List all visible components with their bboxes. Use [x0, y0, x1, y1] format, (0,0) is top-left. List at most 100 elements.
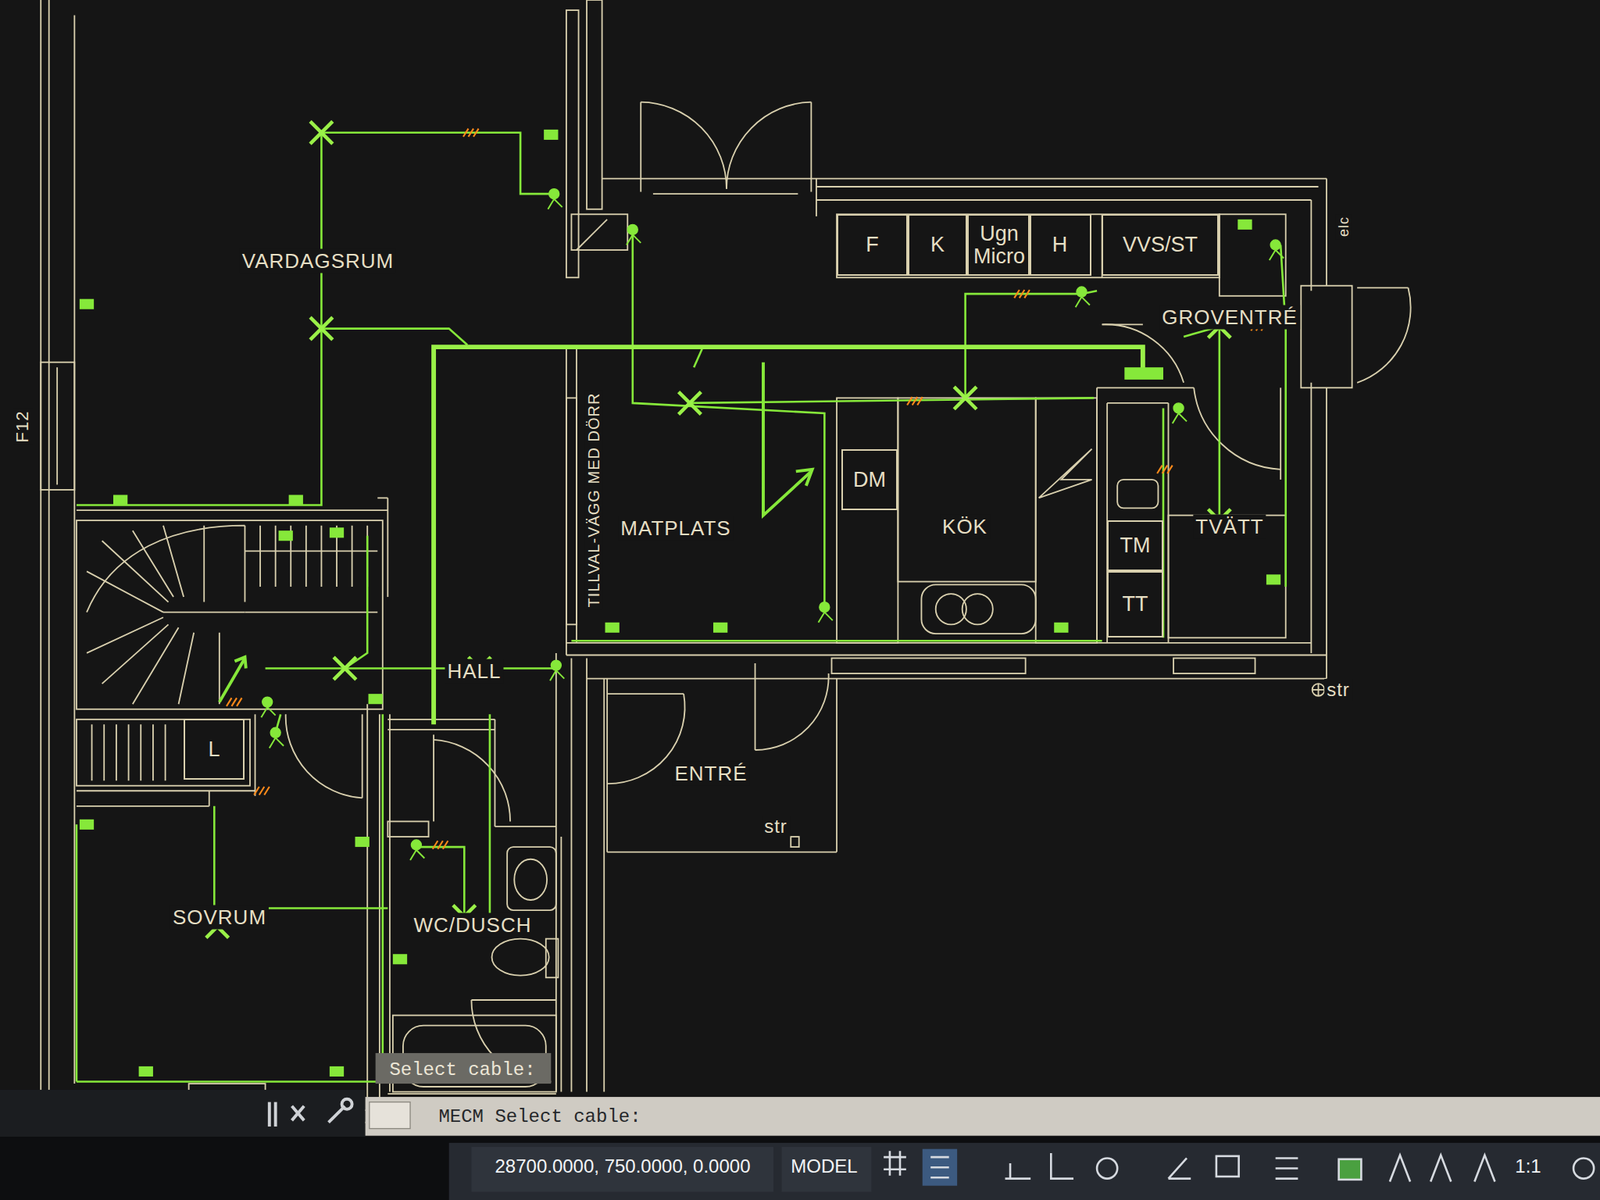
status-ground [0, 1136, 1600, 1200]
appliance-box: TT [1107, 571, 1164, 638]
grid-mark: F12 [12, 408, 33, 446]
appliance-box: VVS/ST [1101, 214, 1219, 276]
cable-tick [463, 128, 479, 137]
switch-leg [260, 707, 275, 718]
switch-leg [1075, 296, 1090, 308]
outlet-symbol [605, 622, 620, 633]
appliance-label: DM [850, 467, 889, 493]
outlet-symbol [289, 494, 304, 505]
command-line [365, 1096, 1600, 1136]
room-label: HALL [444, 659, 504, 684]
room-label: WC/DUSCH [411, 913, 535, 938]
appliance-box: TM [1107, 520, 1164, 572]
grid-toggle [922, 1149, 958, 1186]
outlet-symbol [1266, 574, 1281, 585]
main-cable [433, 346, 1143, 725]
switch-leg [818, 612, 833, 623]
outlet-symbol [392, 953, 408, 965]
outlet-symbol [329, 527, 344, 538]
command-icons [269, 1099, 353, 1127]
cable-tick [1014, 289, 1030, 298]
light-points [206, 121, 1231, 938]
status-bar [449, 1142, 1600, 1200]
wall-note: TILLVAL-VÄGG MED DÖRR [585, 390, 604, 611]
switch-symbol [819, 602, 830, 613]
switch-leg [410, 850, 425, 861]
cable-ticks [226, 128, 1267, 850]
outlet-symbol [713, 622, 728, 633]
switch-leg [269, 737, 284, 748]
outlet-note: str [1324, 678, 1353, 701]
panel-note: elc [1335, 214, 1353, 240]
appliance-label: K [928, 232, 947, 258]
outlet-symbol [368, 693, 383, 704]
room-label: MATPLATS [617, 516, 733, 541]
light-point [310, 121, 333, 144]
light-point [310, 317, 333, 340]
room-label: TVÄTT [1192, 514, 1266, 540]
switch-symbol [270, 727, 281, 738]
switch-symbol [262, 696, 273, 708]
room-label: KÖK [939, 514, 990, 540]
switch-symbol [1270, 239, 1281, 250]
cable-tick [432, 840, 449, 849]
outlet-symbol [1237, 219, 1252, 230]
outlets [79, 129, 1281, 1077]
switch-symbol [1173, 403, 1184, 414]
switch-leg [547, 199, 562, 210]
light-point [333, 657, 357, 680]
cable-wires [76, 132, 1286, 1083]
command-panel [0, 1089, 366, 1137]
room-label: VARDAGSRUM [239, 249, 397, 274]
distribution-panel [1124, 367, 1164, 380]
room-label: SOVRUM [170, 905, 269, 930]
appliance-label: F [863, 232, 882, 258]
appliance-box: DM [841, 449, 898, 511]
cable-tick [226, 697, 243, 706]
cursor-tooltip: Select cable: [389, 1059, 536, 1081]
room-label: GROVENTRÉ [1159, 305, 1300, 330]
outlet-symbol [329, 1066, 344, 1077]
model-tile [781, 1146, 872, 1192]
appliance-label: Ugn Micro [968, 221, 1030, 269]
cable-tick [907, 396, 923, 405]
model-tab: MODEL [790, 1155, 858, 1178]
light-point [678, 392, 702, 415]
outlet-symbol [79, 299, 94, 310]
switch-leg [626, 234, 641, 245]
arrow-symbols [219, 362, 813, 703]
room-label: ENTRÉ [671, 761, 750, 786]
appliance-label: L [205, 736, 222, 762]
scale-ratio: 1:1 [1514, 1155, 1541, 1178]
walls [40, 0, 1411, 1123]
switches [260, 189, 1284, 861]
outlet-symbol [543, 129, 558, 140]
appliance-box: Ugn Micro [967, 214, 1032, 276]
coordinates: 28700.0000, 750.0000, 0.0000 [495, 1155, 751, 1178]
appliance-box: K [907, 214, 968, 276]
appliance-box: H [1028, 214, 1092, 276]
outlet-symbol [79, 819, 94, 830]
switch-leg [550, 670, 565, 681]
status-icons [883, 1150, 1594, 1182]
outlet-symbol [278, 530, 293, 541]
outlet-symbol [139, 1066, 154, 1077]
appliance-label: TT [1120, 591, 1151, 617]
outlet-symbol [1053, 622, 1068, 633]
appliance-box: L [183, 718, 245, 780]
outlet-note: str [761, 815, 790, 838]
appliance-box: F [836, 214, 908, 276]
coordinate-tile [471, 1146, 774, 1192]
switch-symbol [410, 839, 422, 850]
switch-symbol [549, 189, 560, 200]
switch-leg [1269, 250, 1284, 261]
command-prompt: MECM Select cable: [438, 1106, 641, 1128]
tooltip [375, 1053, 552, 1084]
appliance-label: H [1050, 232, 1071, 258]
appliance-label: TM [1117, 532, 1154, 558]
appliance-label: VVS/ST [1120, 232, 1200, 258]
outlet-symbol [113, 494, 128, 505]
cable-tick [253, 786, 270, 795]
switch-symbol [1076, 286, 1087, 297]
